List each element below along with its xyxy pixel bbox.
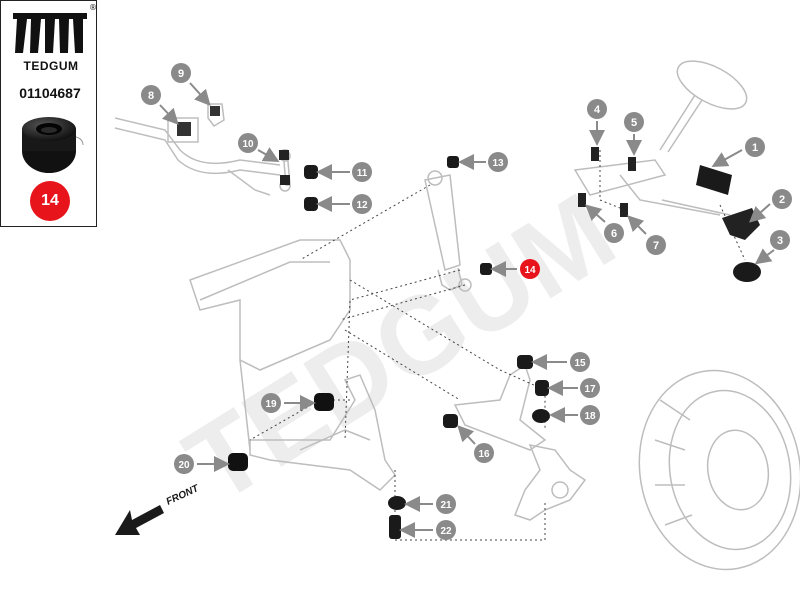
callout-11: 11 bbox=[316, 162, 372, 182]
callout-circle-19 bbox=[261, 393, 281, 413]
callout-circle-3 bbox=[770, 230, 790, 250]
callout-16: 16 bbox=[457, 425, 494, 463]
callout-13: 13 bbox=[458, 152, 508, 172]
callout-6: 6 bbox=[585, 204, 624, 243]
watermark-text: TEDGUM bbox=[165, 170, 634, 527]
callout-arrow-3 bbox=[754, 248, 775, 265]
callout-22: 22 bbox=[399, 520, 456, 540]
callout-18: 18 bbox=[549, 405, 600, 425]
callout-number-6: 6 bbox=[611, 228, 617, 240]
callout-10: 10 bbox=[238, 133, 280, 162]
callout-circle-6 bbox=[604, 223, 624, 243]
tedgum-logo-icon bbox=[13, 13, 87, 53]
callout-8: 8 bbox=[141, 85, 179, 125]
callout-circle-13 bbox=[488, 152, 508, 172]
callout-circle-21 bbox=[436, 494, 456, 514]
callout-number-7: 7 bbox=[653, 240, 659, 252]
callout-number-16: 16 bbox=[478, 449, 490, 460]
callout-arrow-9 bbox=[189, 82, 211, 106]
callout-circle-7 bbox=[646, 235, 666, 255]
callout-circle-11 bbox=[352, 162, 372, 182]
callout-arrow-8 bbox=[159, 104, 179, 125]
callout-12: 12 bbox=[316, 194, 372, 214]
highlight-badge: 14 bbox=[30, 181, 70, 221]
callout-number-11: 11 bbox=[357, 168, 368, 179]
callout-number-17: 17 bbox=[584, 384, 596, 395]
callout-circle-20 bbox=[174, 454, 194, 474]
callout-number-10: 10 bbox=[242, 139, 254, 150]
callout-circle-5 bbox=[624, 112, 644, 132]
callout-20: 20 bbox=[174, 454, 230, 474]
callout-arrow-10 bbox=[257, 147, 280, 162]
callout-arrow-2 bbox=[749, 203, 771, 223]
callout-17: 17 bbox=[547, 378, 600, 398]
brand-name: TEDGUM bbox=[23, 59, 79, 73]
front-arrow-icon: FRONT bbox=[115, 483, 201, 535]
callout-number-1: 1 bbox=[752, 142, 758, 154]
callout-circle-14 bbox=[520, 259, 540, 279]
callout-21: 21 bbox=[404, 494, 456, 514]
callout-7: 7 bbox=[627, 215, 666, 255]
callout-number-20: 20 bbox=[178, 460, 190, 471]
callout-circle-2 bbox=[772, 189, 792, 209]
bushing-photo-icon bbox=[22, 117, 84, 173]
registered-mark: ® bbox=[89, 3, 97, 12]
callout-15: 15 bbox=[531, 352, 590, 372]
callout-1: 1 bbox=[711, 137, 765, 167]
callout-4: 4 bbox=[587, 99, 607, 146]
part-14-bushing bbox=[480, 263, 492, 275]
callout-number-12: 12 bbox=[356, 200, 368, 211]
callout-number-4: 4 bbox=[594, 104, 601, 116]
callout-9: 9 bbox=[171, 63, 211, 106]
callout-arrow-16 bbox=[457, 425, 476, 445]
callout-number-9: 9 bbox=[178, 68, 184, 80]
callout-arrow-7 bbox=[627, 215, 647, 235]
callout-number-21: 21 bbox=[440, 500, 452, 511]
callout-number-2: 2 bbox=[779, 194, 785, 206]
callout-circle-4 bbox=[587, 99, 607, 119]
front-label: FRONT bbox=[165, 483, 202, 508]
callout-circle-10 bbox=[238, 133, 258, 153]
callout-14: 14 bbox=[490, 259, 540, 279]
callout-circle-16 bbox=[474, 443, 494, 463]
part-info-box: ® TEDGUM 01104687 14 bbox=[0, 0, 97, 227]
callout-number-5: 5 bbox=[631, 117, 637, 129]
callout-circle-9 bbox=[171, 63, 191, 83]
callout-circle-15 bbox=[570, 352, 590, 372]
callout-number-14: 14 bbox=[524, 265, 536, 276]
callout-arrow-1 bbox=[711, 149, 743, 167]
callout-circle-1 bbox=[745, 137, 765, 157]
callout-circle-18 bbox=[580, 405, 600, 425]
callout-arrow-6 bbox=[585, 204, 606, 223]
callout-number-22: 22 bbox=[440, 526, 452, 537]
callout-circle-12 bbox=[352, 194, 372, 214]
callout-5: 5 bbox=[624, 112, 644, 156]
callout-number-8: 8 bbox=[148, 90, 154, 102]
callout-19: 19 bbox=[261, 393, 316, 413]
callout-number-18: 18 bbox=[584, 411, 596, 422]
callout-circle-8 bbox=[141, 85, 161, 105]
part-number: 01104687 bbox=[19, 85, 81, 101]
callout-circle-17 bbox=[580, 378, 600, 398]
callout-number-13: 13 bbox=[492, 158, 504, 169]
callout-circle-22 bbox=[436, 520, 456, 540]
callout-number-15: 15 bbox=[574, 358, 586, 369]
callout-3: 3 bbox=[754, 230, 790, 265]
callout-2: 2 bbox=[749, 189, 792, 223]
callout-number-3: 3 bbox=[777, 235, 783, 247]
callout-number-19: 19 bbox=[265, 399, 277, 410]
